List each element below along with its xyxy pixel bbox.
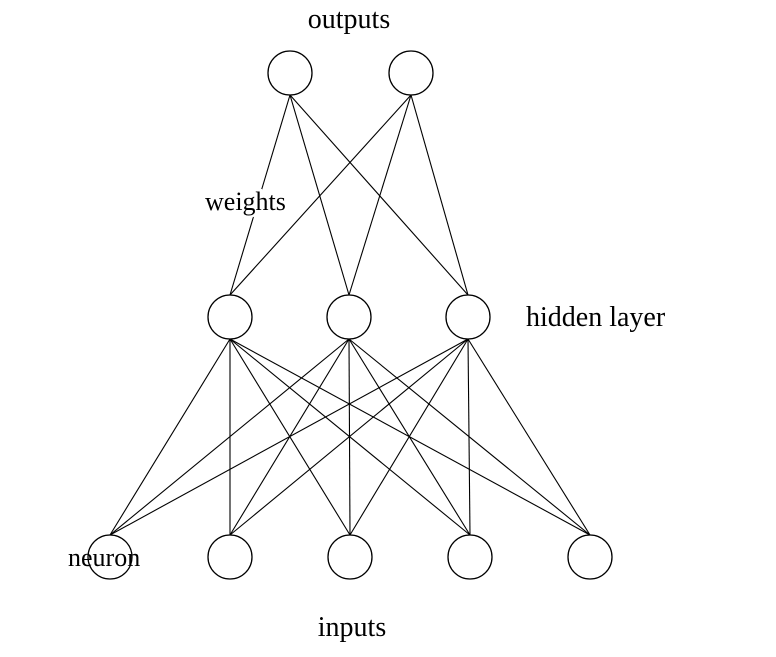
weights-label: weights bbox=[205, 187, 286, 216]
hidden-layer-label: hidden layer bbox=[526, 302, 666, 333]
weight-edge-output-1-hidden-1 bbox=[229, 94, 291, 296]
output-neuron-1 bbox=[267, 50, 313, 96]
output-neuron-2 bbox=[388, 50, 434, 96]
weight-edge-hidden-3-input-4 bbox=[467, 338, 471, 536]
weight-edge-output-1-hidden-2 bbox=[289, 94, 350, 296]
input-neuron-5 bbox=[567, 534, 613, 580]
input-neuron-3 bbox=[327, 534, 373, 580]
weight-edge-output-2-hidden-2 bbox=[348, 94, 412, 296]
weight-edge-hidden-3-input-2 bbox=[229, 338, 469, 536]
input-neuron-2 bbox=[207, 534, 253, 580]
outputs-label: outputs bbox=[308, 4, 390, 35]
inputs-label: inputs bbox=[318, 612, 386, 643]
weight-edge-output-1-hidden-3 bbox=[289, 94, 469, 296]
hidden-neuron-1 bbox=[207, 294, 253, 340]
neuron-label: neuron bbox=[68, 543, 140, 572]
weight-edge-output-2-hidden-3 bbox=[410, 94, 469, 296]
weight-edge-output-2-hidden-1 bbox=[229, 94, 412, 296]
hidden-neuron-3 bbox=[445, 294, 491, 340]
weight-edge-hidden-2-input-1 bbox=[109, 338, 350, 536]
weight-edge-hidden-3-input-5 bbox=[467, 338, 591, 536]
hidden-neuron-2 bbox=[326, 294, 372, 340]
neuron-nodes bbox=[87, 50, 613, 580]
weight-edge-hidden-3-input-3 bbox=[349, 338, 469, 536]
weight-edge-hidden-1-input-1 bbox=[109, 338, 231, 536]
input-neuron-4 bbox=[447, 534, 493, 580]
connection-lines bbox=[109, 94, 591, 536]
input-neuron-1 bbox=[87, 534, 133, 580]
weight-edge-hidden-3-input-1 bbox=[109, 338, 469, 536]
